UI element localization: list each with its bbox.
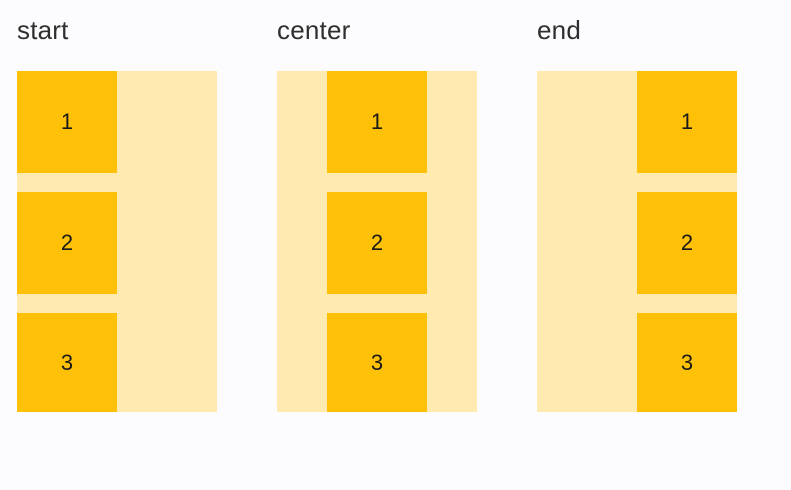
box-number: 2 xyxy=(60,230,74,255)
group-label-end: end xyxy=(537,15,581,45)
group-label-start: start xyxy=(17,15,69,45)
align-container-start: 1 2 3 xyxy=(17,71,217,412)
box-center-3: 3 xyxy=(327,313,427,412)
demo-group-start: start 1 2 3 xyxy=(17,0,257,490)
box-start-3: 3 xyxy=(17,313,117,412)
box-number: 3 xyxy=(680,349,694,375)
box-center-1: 1 xyxy=(327,71,427,173)
box-end-2: 2 xyxy=(637,192,737,294)
box-number: 3 xyxy=(370,349,384,375)
box-start-2: 2 xyxy=(17,192,117,294)
box-number: 3 xyxy=(60,349,74,375)
box-number: 2 xyxy=(370,230,384,255)
box-number: 1 xyxy=(370,109,384,134)
align-container-end: 1 2 3 xyxy=(537,71,737,412)
align-container-center: 1 2 3 xyxy=(277,71,477,412)
box-end-3: 3 xyxy=(637,313,737,412)
box-center-2: 2 xyxy=(327,192,427,294)
demo-group-end: end 1 2 3 xyxy=(537,0,777,490)
box-number: 1 xyxy=(60,109,74,134)
box-number: 2 xyxy=(680,230,694,255)
group-label-center: center xyxy=(277,15,351,45)
box-start-1: 1 xyxy=(17,71,117,173)
demo-group-center: center 1 2 3 xyxy=(277,0,517,490)
box-number: 1 xyxy=(680,109,694,134)
box-end-1: 1 xyxy=(637,71,737,173)
